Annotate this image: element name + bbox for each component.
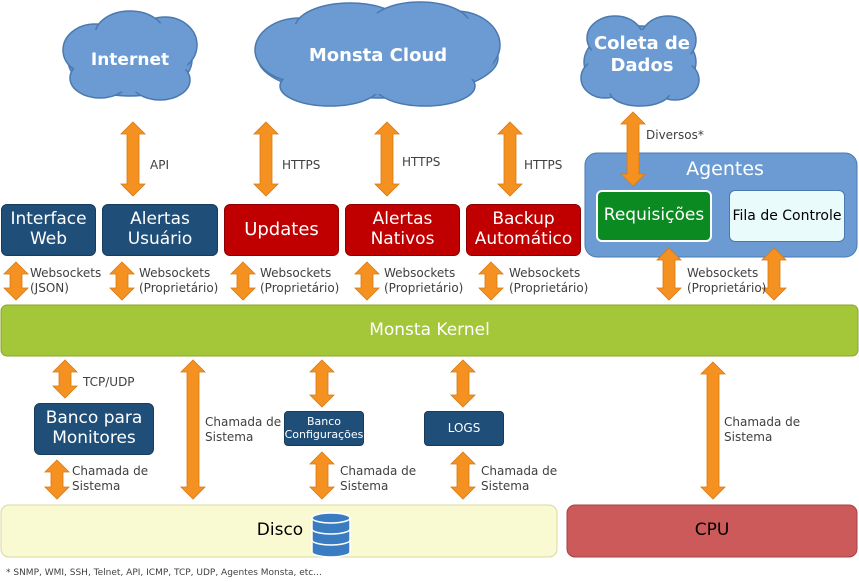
arrow-coleta-requisicoes bbox=[620, 111, 646, 187]
arrow-banco-disco bbox=[44, 459, 70, 500]
ws-alertas-usuario-label: Websockets(Proprietário) bbox=[139, 266, 219, 295]
kernel-label: Monsta Kernel bbox=[369, 319, 490, 340]
ws-agentes-label: Websockets(Proprietário) bbox=[687, 266, 767, 295]
arrow-logs-disco bbox=[450, 451, 476, 500]
arrow-kernel-cpu bbox=[700, 361, 726, 500]
arrow-cloud-updates bbox=[253, 121, 279, 197]
arrow-fila-kernel bbox=[761, 247, 787, 301]
fila-controle-box: Fila de Controle bbox=[729, 190, 845, 242]
arrow-cloud-backup bbox=[497, 121, 523, 197]
alertas-nativos-box: Alertas Nativos bbox=[345, 204, 460, 256]
monsta-cloud-fill bbox=[259, 9, 496, 100]
arrow-kernel-config bbox=[309, 359, 335, 408]
arrow-internet-api bbox=[120, 121, 146, 197]
requisicoes-box: Requisições bbox=[596, 190, 712, 242]
interface-web-box: Interface Web bbox=[1, 204, 96, 256]
cpu-panel bbox=[566, 504, 858, 558]
arrow-alertas-usuario-kernel bbox=[109, 261, 135, 301]
ws-alertas-nativos-label: Websockets(Proprietário) bbox=[384, 266, 464, 295]
internet-label: Internet bbox=[90, 50, 170, 70]
api-label: API bbox=[150, 158, 169, 172]
disco-label: Disco bbox=[256, 520, 304, 541]
arrow-config-disco bbox=[309, 451, 335, 500]
disco-panel bbox=[0, 504, 558, 558]
updates-box: Updates bbox=[224, 204, 339, 256]
arrow-kernel-banco bbox=[52, 359, 78, 399]
ws-json-label: Websockets(JSON) bbox=[30, 266, 102, 295]
https-alertas-label: HTTPS bbox=[402, 155, 441, 169]
arrow-updates-kernel bbox=[230, 261, 256, 301]
database-icon bbox=[311, 512, 351, 558]
monsta-cloud-label: Monsta Cloud bbox=[308, 45, 448, 66]
backup-box: Backup Automático bbox=[466, 204, 581, 256]
https-backup-label: HTTPS bbox=[524, 158, 563, 172]
diversos-label: Diversos* bbox=[646, 128, 704, 142]
ws-updates-label: Websockets(Proprietário) bbox=[260, 266, 340, 295]
https-updates-label: HTTPS bbox=[282, 158, 321, 172]
arrow-interface-kernel bbox=[3, 261, 29, 301]
banco-monitores-box: Banco para Monitores bbox=[34, 403, 154, 455]
tcp-udp-label: TCP/UDP bbox=[83, 375, 135, 389]
footnote: * SNMP, WMI, SSH, Telnet, API, ICMP, TCP… bbox=[6, 568, 322, 578]
logs-box: LOGS bbox=[424, 411, 504, 446]
kernel-bar bbox=[0, 304, 859, 357]
ws-backup-label: Websockets(Proprietário) bbox=[509, 266, 589, 295]
arrow-requisicoes-kernel bbox=[656, 247, 682, 301]
arrow-alertas-nativos-kernel bbox=[354, 261, 380, 301]
agentes-title: Agentes bbox=[686, 158, 764, 180]
arrow-kernel-logs bbox=[450, 359, 476, 408]
coleta-label: Coleta de Dados bbox=[593, 33, 691, 76]
alertas-usuario-box: Alertas Usuário bbox=[102, 204, 218, 256]
coleta-cloud-fill bbox=[585, 22, 695, 96]
cpu-label: CPU bbox=[694, 520, 730, 541]
arrow-kernel-disco bbox=[180, 359, 206, 500]
internet-cloud-fill bbox=[67, 17, 193, 92]
arrow-backup-kernel bbox=[478, 261, 504, 301]
arrow-cloud-alertas bbox=[374, 121, 400, 197]
